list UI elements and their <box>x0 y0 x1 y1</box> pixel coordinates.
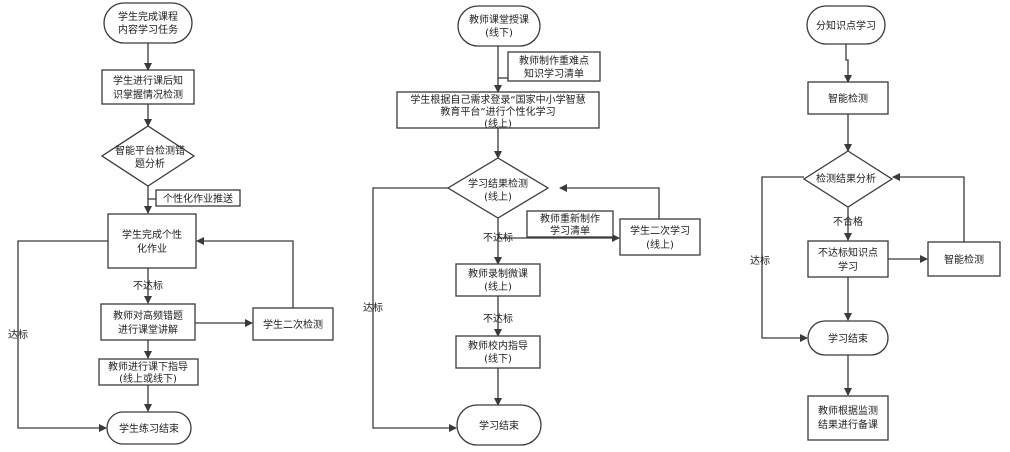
end-terminal <box>456 404 542 446</box>
check2-label: 智能检测 <box>944 253 984 266</box>
check-box <box>807 81 889 115</box>
end-terminal <box>106 411 192 445</box>
pass-label: 达标 <box>363 302 383 314</box>
guide-label: 教师进行课下指导(线上或线下) <box>108 360 188 385</box>
micro-box <box>455 263 541 297</box>
connector <box>196 237 294 308</box>
list-note <box>507 51 601 82</box>
second-study-box <box>619 218 701 256</box>
connector <box>17 240 108 432</box>
connector <box>372 187 457 432</box>
pass-label: 达标 <box>750 255 770 267</box>
start-label: 分知识点学习 <box>816 19 876 32</box>
end-label: 学习结束 <box>828 332 868 345</box>
connector <box>559 184 660 219</box>
selfcheck-box <box>101 69 195 105</box>
guide-box <box>455 335 541 369</box>
prep-label: 教师根据监测结果进行备课 <box>818 404 878 431</box>
analysis-label: 智能平台检测错题分析 <box>115 144 185 170</box>
start-label: 学生完成课程内容学习任务 <box>118 10 178 36</box>
weak-label: 不达标知识点学习 <box>818 246 878 273</box>
micro-label: 教师录制微课(线上) <box>468 267 528 293</box>
weak-box <box>807 240 889 278</box>
relist-note <box>526 210 614 238</box>
end-terminal <box>807 320 889 356</box>
start-terminal <box>806 5 886 45</box>
pass-label: 达标 <box>8 329 28 341</box>
analysis-diamond <box>100 125 196 187</box>
end-label: 学习结束 <box>479 419 519 432</box>
homework-box <box>107 213 197 269</box>
check-label: 智能检测 <box>828 92 868 105</box>
push-label: 个性化作业推送 <box>163 192 233 205</box>
explain-box <box>100 303 196 341</box>
analysis-label: 检测结果分析 <box>816 172 876 185</box>
guide-label: 教师校内指导(线下) <box>468 339 528 365</box>
push-note <box>155 189 241 207</box>
analysis-diamond <box>802 150 894 208</box>
fail-label-2: 不达标 <box>483 313 513 325</box>
list-label: 教师制作重难点知识学习清单 <box>519 54 589 80</box>
end-label: 学生练习结束 <box>119 422 179 435</box>
homework-label: 学生完成个性化作业 <box>122 228 182 255</box>
recheck-box <box>252 307 334 341</box>
study-box <box>396 91 600 129</box>
flowchart-1: 学生完成课程内容学习任务 学生进行课后知识掌握情况检测 智能平台检测错题分析 个… <box>8 2 334 445</box>
check-diamond <box>446 157 550 219</box>
check-label: 学习结果检测(线上) <box>468 177 528 203</box>
second-study-label: 学生二次学习(线上) <box>630 224 690 251</box>
connector <box>844 44 852 83</box>
start-terminal <box>103 2 193 44</box>
prep-box <box>807 395 889 441</box>
recheck-label: 学生二次检测 <box>263 318 323 331</box>
start-terminal <box>457 5 541 47</box>
flowchart-3: 分知识点学习 智能检测 检测结果分析 不合格 不达标知识点学习 智能检测 达标 … <box>750 5 1001 441</box>
selfcheck-label: 学生进行课后知识掌握情况检测 <box>113 74 183 101</box>
study-label: 学生根据自己需求登录“国家中小学智慧教育平台”进行个性化学习(线上) <box>410 93 585 130</box>
connector <box>892 173 965 242</box>
check2-box <box>927 241 1001 277</box>
start-label: 教师课堂授课(线下) <box>469 13 529 39</box>
guide-box <box>98 358 199 386</box>
fail-label: 不达标 <box>133 280 163 292</box>
explain-label: 教师对高频错题进行课堂讲解 <box>113 309 183 336</box>
connector <box>761 176 808 342</box>
flowchart-2: 教师课堂授课(线下) 教师制作重难点知识学习清单 学生根据自己需求登录“国家中小… <box>363 5 701 446</box>
relist-label: 教师重新制作学习清单 <box>540 212 600 237</box>
fail-label-1: 不达标 <box>483 232 513 244</box>
fail-label: 不合格 <box>833 215 863 228</box>
